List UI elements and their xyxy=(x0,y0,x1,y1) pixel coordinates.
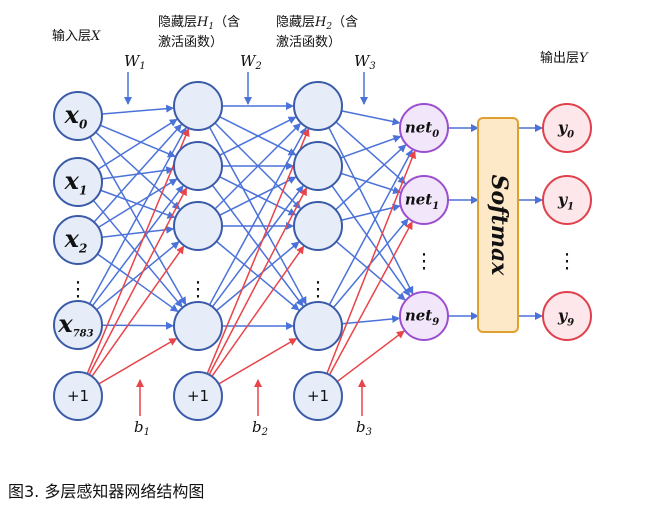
hidden2-ellipsis: ⋮ xyxy=(308,277,328,301)
weight-edge xyxy=(340,172,402,195)
output-layer-title: 输出层Y xyxy=(540,50,589,66)
weight-edge xyxy=(89,136,187,306)
weight-edge xyxy=(219,176,297,216)
bias-node-label: +1 xyxy=(67,387,89,405)
net-node-label: net0 xyxy=(405,119,439,141)
weight-edge xyxy=(341,110,401,126)
hidden1-layer-title: 隐藏层H1（含 xyxy=(158,14,240,32)
weight-label-w3: W3 xyxy=(354,52,376,72)
softmax-label: Softmax xyxy=(486,175,512,277)
net-node-label: net9 xyxy=(405,307,439,329)
input-node xyxy=(53,157,103,207)
bias-edge xyxy=(91,245,185,377)
input-node-label: x0 xyxy=(64,100,88,131)
weight-edge xyxy=(214,122,302,210)
bias-node xyxy=(173,371,223,421)
weight-edge xyxy=(215,241,300,312)
bias-node-label: +1 xyxy=(307,387,329,405)
hidden1-ellipsis: ⋮ xyxy=(188,277,208,301)
bias-edge xyxy=(88,187,188,376)
weight-edge xyxy=(93,123,182,223)
output-node-label: y9 xyxy=(557,306,574,329)
output-ellipsis: ⋮ xyxy=(557,249,577,273)
bias-node-label: +1 xyxy=(187,387,209,405)
bias-edge xyxy=(98,337,178,385)
weight-edge xyxy=(335,121,407,185)
net-node xyxy=(399,291,449,341)
weight-edge xyxy=(219,116,297,156)
weight-edge xyxy=(101,321,175,330)
input-ellipsis: ⋮ xyxy=(68,277,88,301)
hidden2-layer-title: 隐藏层H2（含 xyxy=(276,14,358,32)
weight-edge xyxy=(91,185,184,307)
bias-edge xyxy=(86,128,190,375)
weight-edge xyxy=(341,203,401,222)
output-node xyxy=(542,291,592,341)
input-node-label: x1 xyxy=(64,166,88,197)
weight-edge xyxy=(211,185,304,308)
weight-edge xyxy=(335,144,407,211)
bias-node xyxy=(53,371,103,421)
output-node xyxy=(542,103,592,153)
weight-edge xyxy=(331,185,411,297)
hidden-node xyxy=(293,141,343,191)
connections xyxy=(86,72,543,416)
net-node xyxy=(399,175,449,225)
bias-label-b1: b1 xyxy=(134,418,150,438)
bias-edge xyxy=(206,128,310,375)
hidden2-layer-title-line2: 激活函数） xyxy=(276,35,341,50)
weight-edge xyxy=(96,241,180,311)
hidden-node xyxy=(173,301,223,351)
weight-edge xyxy=(88,127,187,305)
bias-edge xyxy=(208,187,308,376)
weight-edge xyxy=(101,225,175,238)
bias-label-b3: b3 xyxy=(356,418,372,438)
figure-caption: 图3. 多层感知器网络结构图 xyxy=(8,482,205,501)
bias-edge xyxy=(326,150,416,374)
bias-node xyxy=(293,371,343,421)
input-node xyxy=(53,215,103,265)
input-node-label: x2 xyxy=(64,224,88,255)
weight-edge xyxy=(340,135,402,159)
output-node-label: y1 xyxy=(557,190,574,213)
bias-edge xyxy=(336,330,405,383)
weight-edge xyxy=(99,124,176,158)
weight-edge xyxy=(328,149,413,306)
bias-label-b2: b2 xyxy=(252,418,268,438)
hidden-node xyxy=(293,81,343,131)
softmax-box xyxy=(477,117,519,333)
net-node-label: net1 xyxy=(405,191,439,213)
input-node xyxy=(53,91,103,141)
bias-edge xyxy=(328,221,413,376)
output-node-label: y0 xyxy=(557,118,574,141)
input-node-label: x783 xyxy=(57,309,93,340)
output-node xyxy=(542,175,592,225)
bias-edge xyxy=(211,245,305,377)
input-node xyxy=(53,300,103,350)
net-node xyxy=(399,103,449,153)
bias-edge xyxy=(218,337,298,385)
weight-edge xyxy=(328,127,414,295)
weight-edge xyxy=(95,131,181,210)
hidden1-layer-title-line2: 激活函数） xyxy=(158,35,223,50)
hidden-node xyxy=(173,201,223,251)
weight-edge xyxy=(97,118,178,170)
weight-edge xyxy=(335,240,406,301)
input-layer-title: 输入层X xyxy=(52,28,101,44)
weight-label-w1: W1 xyxy=(124,52,146,72)
nodes: x0 x1 x2 x783 +1 +1 +1 net0 net1 net9 y0 y1 y9 xyxy=(53,81,592,421)
weight-label-w2: W2 xyxy=(240,52,262,72)
hidden-node xyxy=(173,81,223,131)
hidden-node xyxy=(293,201,343,251)
weight-edge xyxy=(208,127,307,306)
weight-edge xyxy=(101,104,175,115)
hidden-node xyxy=(173,141,223,191)
weight-edge xyxy=(341,315,401,325)
net-ellipsis: ⋮ xyxy=(414,249,434,273)
hidden-node xyxy=(293,301,343,351)
